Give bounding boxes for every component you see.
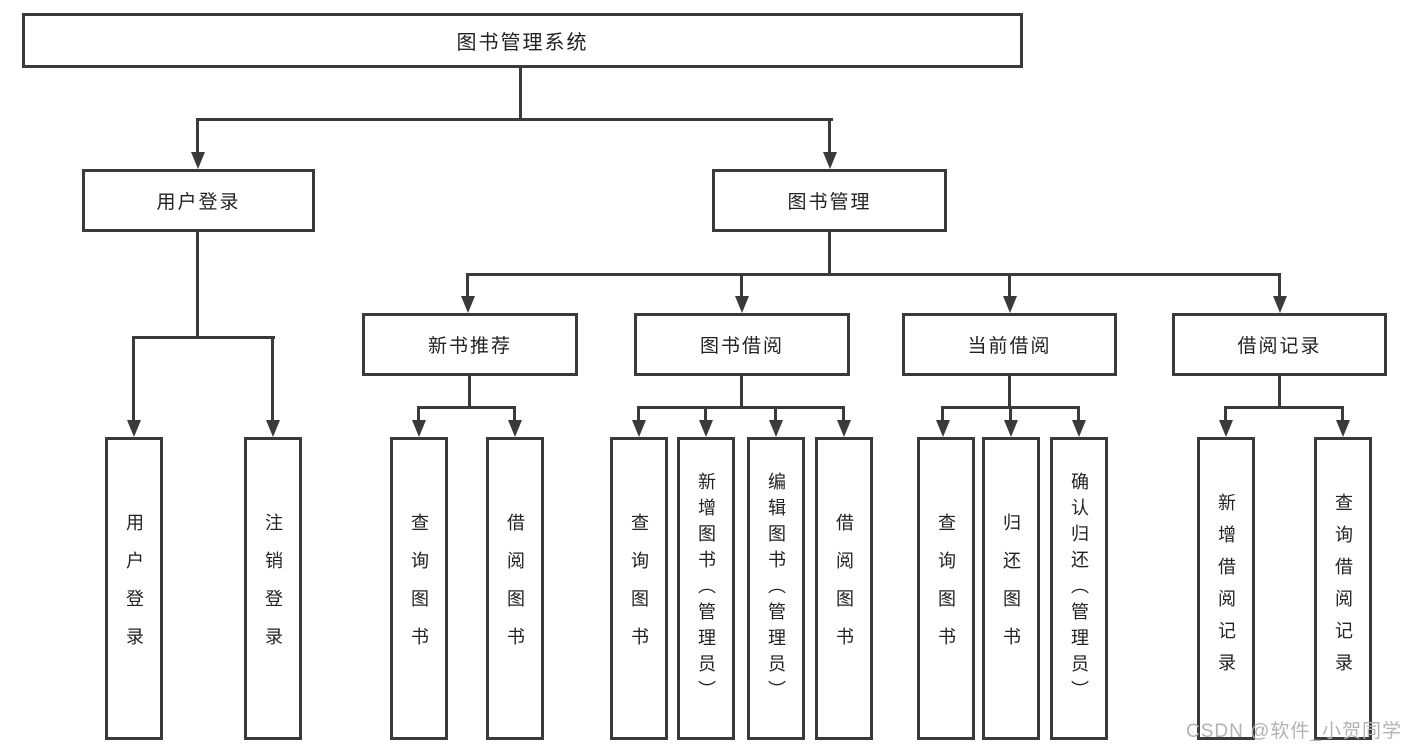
connector-line xyxy=(271,336,274,422)
connector-line xyxy=(941,406,944,422)
connector-line xyxy=(740,376,743,406)
connector-line xyxy=(828,232,831,273)
connector-line xyxy=(1077,406,1080,422)
connector-arrow xyxy=(936,420,950,437)
connector-line xyxy=(196,232,199,336)
node-leaf-query-books-3: 查询图书 xyxy=(917,437,975,740)
connector-arrow xyxy=(632,420,646,437)
connector-line xyxy=(740,273,743,298)
connector-arrow xyxy=(1003,296,1017,313)
connector-line xyxy=(842,406,845,422)
connector-line xyxy=(417,406,420,422)
node-leaf-user-login: 用户登录 xyxy=(105,437,163,740)
node-current-borrow: 当前借阅 xyxy=(902,313,1117,376)
connector-arrow xyxy=(1219,420,1233,437)
connector-line xyxy=(704,406,707,422)
node-user-login: 用户登录 xyxy=(82,169,315,232)
node-leaf-borrow-books-2: 借阅图书 xyxy=(815,437,873,740)
node-book-management: 图书管理 xyxy=(712,169,947,232)
connector-arrow xyxy=(1072,420,1086,437)
node-leaf-query-books-2: 查询图书 xyxy=(610,437,668,740)
node-book-borrow: 图书借阅 xyxy=(634,313,850,376)
connector-arrow xyxy=(837,420,851,437)
connector-line xyxy=(196,118,199,154)
connector-arrow xyxy=(127,420,141,437)
connector-line xyxy=(513,406,516,422)
connector-arrow xyxy=(191,152,205,169)
connector-arrow xyxy=(699,420,713,437)
connector-arrow xyxy=(1273,296,1287,313)
connector-line xyxy=(637,406,640,422)
connector-arrow xyxy=(1004,420,1018,437)
connector-line xyxy=(466,273,1281,276)
connector-line xyxy=(417,406,516,409)
connector-arrow xyxy=(266,420,280,437)
connector-line xyxy=(1278,376,1281,406)
node-new-book-recommend: 新书推荐 xyxy=(362,313,578,376)
connector-line xyxy=(828,118,831,154)
connector-line xyxy=(1224,406,1227,422)
node-leaf-edit-book-admin: 编辑图书（管理员） xyxy=(747,437,805,740)
node-leaf-logout: 注销登录 xyxy=(244,437,302,740)
connector-arrow xyxy=(735,296,749,313)
connector-arrow xyxy=(1336,420,1350,437)
connector-line xyxy=(519,68,522,118)
connector-line xyxy=(1278,273,1281,298)
node-root: 图书管理系统 xyxy=(22,13,1023,68)
connector-line xyxy=(132,336,275,339)
connector-line xyxy=(468,376,471,406)
connector-line xyxy=(196,118,833,121)
connector-line xyxy=(1009,406,1012,422)
node-leaf-query-borrow-record: 查询借阅记录 xyxy=(1314,437,1372,740)
node-leaf-borrow-books-1: 借阅图书 xyxy=(486,437,544,740)
node-leaf-confirm-return-admin: 确认归还（管理员） xyxy=(1050,437,1108,740)
connector-arrow xyxy=(461,296,475,313)
node-leaf-add-book-admin: 新增图书（管理员） xyxy=(677,437,735,740)
connector-line xyxy=(132,336,135,422)
connector-arrow xyxy=(823,152,837,169)
connector-line xyxy=(1224,406,1344,409)
node-leaf-add-borrow-record: 新增借阅记录 xyxy=(1197,437,1255,740)
node-leaf-return-book: 归还图书 xyxy=(982,437,1040,740)
connector-arrow xyxy=(769,420,783,437)
connector-line xyxy=(637,406,845,409)
connector-line xyxy=(1341,406,1344,422)
connector-line xyxy=(1008,273,1011,298)
connector-line xyxy=(466,273,469,298)
watermark: CSDN @软件_小贺同学 xyxy=(1186,721,1402,742)
node-leaf-query-books-1: 查询图书 xyxy=(390,437,448,740)
connector-line xyxy=(774,406,777,422)
connector-arrow xyxy=(412,420,426,437)
node-borrow-records: 借阅记录 xyxy=(1172,313,1387,376)
connector-line xyxy=(1008,376,1011,406)
connector-arrow xyxy=(508,420,522,437)
